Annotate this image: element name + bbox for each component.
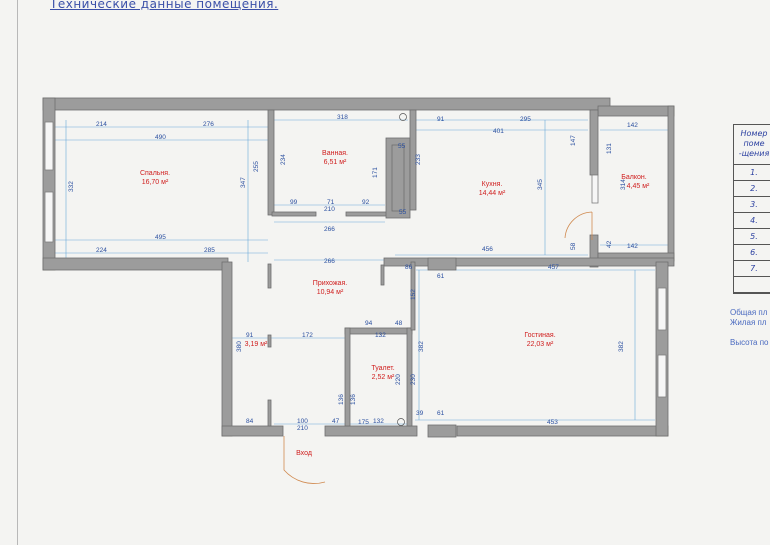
- dimension-label: 136: [338, 394, 345, 405]
- room-bathroom-area: 6,51 м²: [324, 159, 347, 166]
- dimension-label: 285: [204, 247, 215, 254]
- dimension-label: 347: [240, 177, 247, 188]
- kitchen-balcony-door[interactable]: [564, 211, 593, 240]
- dimension-label: 490: [155, 134, 166, 141]
- page-title: Технические данные помещения.: [50, 0, 279, 11]
- dimension-label: 47: [332, 418, 340, 425]
- dimension-label: 55: [398, 143, 406, 150]
- room-toilet-name: Туалет.: [371, 365, 394, 372]
- dimension-label: 318: [337, 114, 348, 121]
- dimension-label: 456: [482, 246, 493, 253]
- room-hallway-area: 10,94 м²: [317, 289, 344, 296]
- room-hallway-name: Прихожая.: [313, 280, 347, 287]
- dimension-label: 152: [410, 289, 417, 300]
- dimension-label: 172: [302, 332, 313, 339]
- dimension-label: 55: [399, 209, 407, 216]
- dimension-label: 99: [290, 199, 298, 206]
- table-row: 1.: [734, 165, 770, 181]
- dimension-label: 100: [297, 418, 308, 425]
- walls: [42, 97, 675, 438]
- table-row: 3.: [734, 197, 770, 213]
- dimension-label: 401: [493, 128, 504, 135]
- table-row: 7.: [734, 261, 770, 277]
- dimension-label: 382: [618, 341, 625, 352]
- dimension-label: 255: [253, 161, 260, 172]
- dimension-label: 92: [362, 199, 370, 206]
- dimension-label: 61: [437, 273, 445, 280]
- living-area-note: Жилая пл: [730, 318, 767, 327]
- dimension-label: 94: [365, 320, 373, 327]
- dimension-label: 84: [246, 418, 254, 425]
- dimension-label: 61: [437, 410, 445, 417]
- dimension-label: 234: [280, 154, 287, 165]
- dimension-label: 210: [324, 206, 335, 213]
- dimension-label: 91: [437, 116, 445, 123]
- room-bedroom-name: Спальня.: [140, 170, 170, 177]
- dimension-label: 91: [246, 332, 254, 339]
- drain-icon: [397, 418, 405, 426]
- table-row-empty: [734, 277, 770, 293]
- room-number-table: Номер поме -щения 1. 2. 3. 4. 5. 6. 7.: [733, 124, 770, 294]
- room-bathroom-name: Ванная.: [322, 150, 348, 157]
- room-living-name: Гостиная.: [524, 332, 555, 339]
- dimension-label: 147: [570, 135, 577, 146]
- dimension-label: 136: [350, 394, 357, 405]
- entrance-door[interactable]: [283, 436, 326, 484]
- dimension-label: 266: [324, 258, 335, 265]
- dimension-label: 224: [96, 247, 107, 254]
- room-closet-area: 3,19 м²: [245, 341, 268, 348]
- room-toilet-area: 2,52 м²: [372, 374, 395, 381]
- total-area-note: Общая пл: [730, 308, 768, 317]
- dimension-label: 39: [416, 410, 424, 417]
- dimension-label: 42: [606, 240, 613, 248]
- dimension-label: 314: [620, 179, 627, 190]
- dimension-label: 58: [570, 242, 577, 250]
- margin-line: [17, 0, 18, 545]
- dimension-label: 142: [627, 243, 638, 250]
- room-living-area: 22,03 м²: [527, 341, 554, 348]
- windows: [44, 121, 667, 398]
- dimension-label: 345: [537, 179, 544, 190]
- dimension-label: 220: [395, 374, 402, 385]
- dimension-label: 276: [203, 121, 214, 128]
- dimension-label: 457: [548, 264, 559, 271]
- room-bedroom-area: 16,70 м²: [142, 179, 169, 186]
- room-entrance-name: Вход: [296, 450, 312, 457]
- table-row: 4.: [734, 213, 770, 229]
- room-balcony-name: Балкон.: [621, 174, 646, 181]
- dimension-label: 86: [405, 264, 413, 271]
- drain-icon: [399, 113, 407, 121]
- table-row: 6.: [734, 245, 770, 261]
- dimension-label: 132: [373, 418, 384, 425]
- dimension-label: 230: [410, 374, 417, 385]
- room-kitchen-name: Кухня.: [482, 181, 503, 188]
- room-balcony-area: 4,45 м²: [627, 183, 650, 190]
- dimension-label: 175: [358, 419, 369, 426]
- dimension-label: 382: [418, 341, 425, 352]
- dimension-label: 142: [627, 122, 638, 129]
- table-row: 5.: [734, 229, 770, 245]
- dimension-label: 233: [415, 154, 422, 165]
- table-row: 2.: [734, 181, 770, 197]
- dimension-label: 453: [547, 419, 558, 426]
- dimension-label: 495: [155, 234, 166, 241]
- dimension-labels: 214 276 490 495 224 285 347 255 332 318 …: [68, 114, 638, 432]
- dimension-label: 132: [375, 332, 386, 339]
- room-labels: Спальня. 16,70 м² Ванная. 6,51 м² Кухня.…: [140, 150, 650, 457]
- room-kitchen-area: 14,44 м²: [479, 190, 506, 197]
- table-header: Номер поме -щения: [734, 125, 770, 165]
- dimension-label: 131: [606, 143, 613, 154]
- dimension-lines: [55, 119, 668, 425]
- dimension-label: 71: [327, 199, 335, 206]
- dimension-label: 266: [324, 226, 335, 233]
- dimension-label: 380: [236, 341, 243, 352]
- dimension-label: 214: [96, 121, 107, 128]
- dimension-label: 48: [395, 320, 403, 327]
- dimension-label: 210: [297, 425, 308, 432]
- dimension-label: 295: [520, 116, 531, 123]
- dimension-label: 332: [68, 181, 75, 192]
- height-note: Высота по: [730, 338, 769, 347]
- dimension-label: 171: [372, 167, 379, 178]
